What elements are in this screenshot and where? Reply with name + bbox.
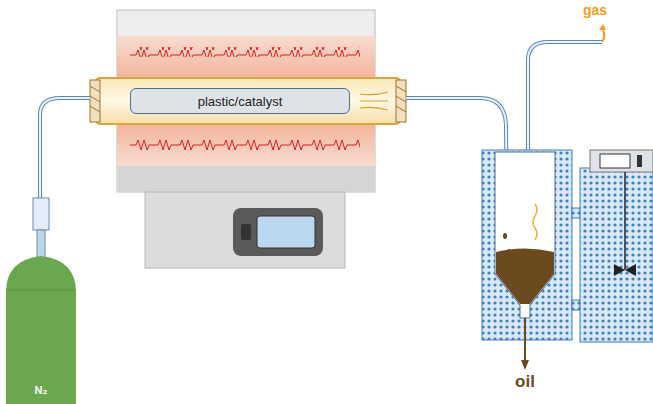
sample-box: plastic/catalyst: [130, 88, 350, 114]
label-text: oil: [515, 372, 535, 392]
node-text: plastic/catalyst: [198, 94, 283, 109]
label-text: gas: [583, 2, 607, 18]
label-text: N₂: [35, 384, 48, 396]
